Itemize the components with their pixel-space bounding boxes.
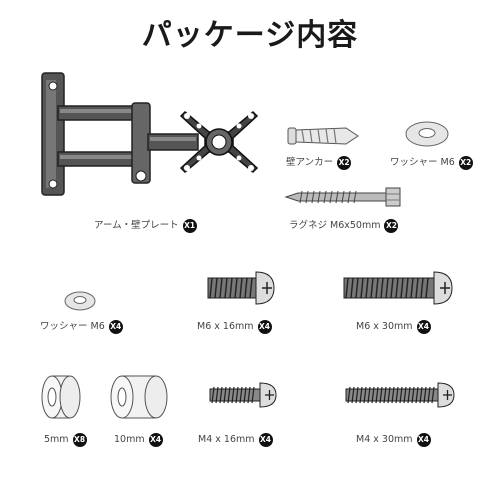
bolt-m6-30-image [343,271,453,305]
washer-small-name: ワッシャー M6 [40,321,105,333]
washer-large-qty-badge: X2 [458,156,473,170]
wall-anchor-label: 壁アンカー X2 [286,156,352,170]
bolt-m4-16-name: M4 x 16mm [198,434,255,446]
washer-large-image [405,121,449,147]
bolt-m6-16-label: M6 x 16mm X4 [197,320,272,334]
bolt-m4-30-image [345,382,455,408]
page-title: パッケージ内容 [141,18,359,53]
spacer-5mm-qty-badge: X8 [72,433,87,447]
bolt-m6-30-qty-badge: X4 [416,320,431,334]
arm-wall-plate-label: アーム・壁プレート X1 [94,219,197,233]
washer-large-label: ワッシャー M6 X2 [390,156,473,170]
arm-wall-plate-image [41,72,259,196]
wall-anchor-name: 壁アンカー [286,157,334,169]
washer-small-qty-badge: X4 [108,320,123,334]
bolt-m6-16-image [207,271,275,305]
bolt-m4-30-name: M4 x 30mm [356,434,413,446]
bolt-m4-30-label: M4 x 30mm X4 [356,433,431,447]
bolt-m4-16-label: M4 x 16mm X4 [198,433,273,447]
washer-small-label: ワッシャー M6 X4 [40,320,123,334]
spacer-10mm-label: 10mm X4 [114,433,163,447]
wall-anchor-qty-badge: X2 [337,156,352,170]
arm-wall-plate-qty-badge: X1 [182,219,197,233]
bolt-m4-16-image [209,382,277,408]
bolt-m6-16-qty-badge: X4 [257,320,272,334]
washer-large-name: ワッシャー M6 [390,157,455,169]
lag-screw-qty-badge: X2 [384,219,399,233]
spacer-10mm-qty-badge: X4 [148,433,163,447]
bolt-m6-30-name: M6 x 30mm [356,321,413,333]
arm-wall-plate-name: アーム・壁プレート [94,220,179,232]
bolt-m6-16-name: M6 x 16mm [197,321,254,333]
spacer-5mm-label: 5mm X8 [44,433,87,447]
lag-screw-name: ラグネジ M6x50mm [289,220,381,232]
bolt-m4-16-qty-badge: X4 [258,433,273,447]
spacer-5mm-image [41,375,81,419]
wall-anchor-image [287,127,359,145]
bolt-m4-30-qty-badge: X4 [416,433,431,447]
spacer-10mm-name: 10mm [114,434,145,446]
bolt-m6-30-label: M6 x 30mm X4 [356,320,431,334]
washer-small-image [64,291,96,311]
spacer-5mm-name: 5mm [44,434,69,446]
lag-screw-image [284,187,401,207]
spacer-10mm-image [110,375,168,419]
lag-screw-label: ラグネジ M6x50mm X2 [289,219,399,233]
